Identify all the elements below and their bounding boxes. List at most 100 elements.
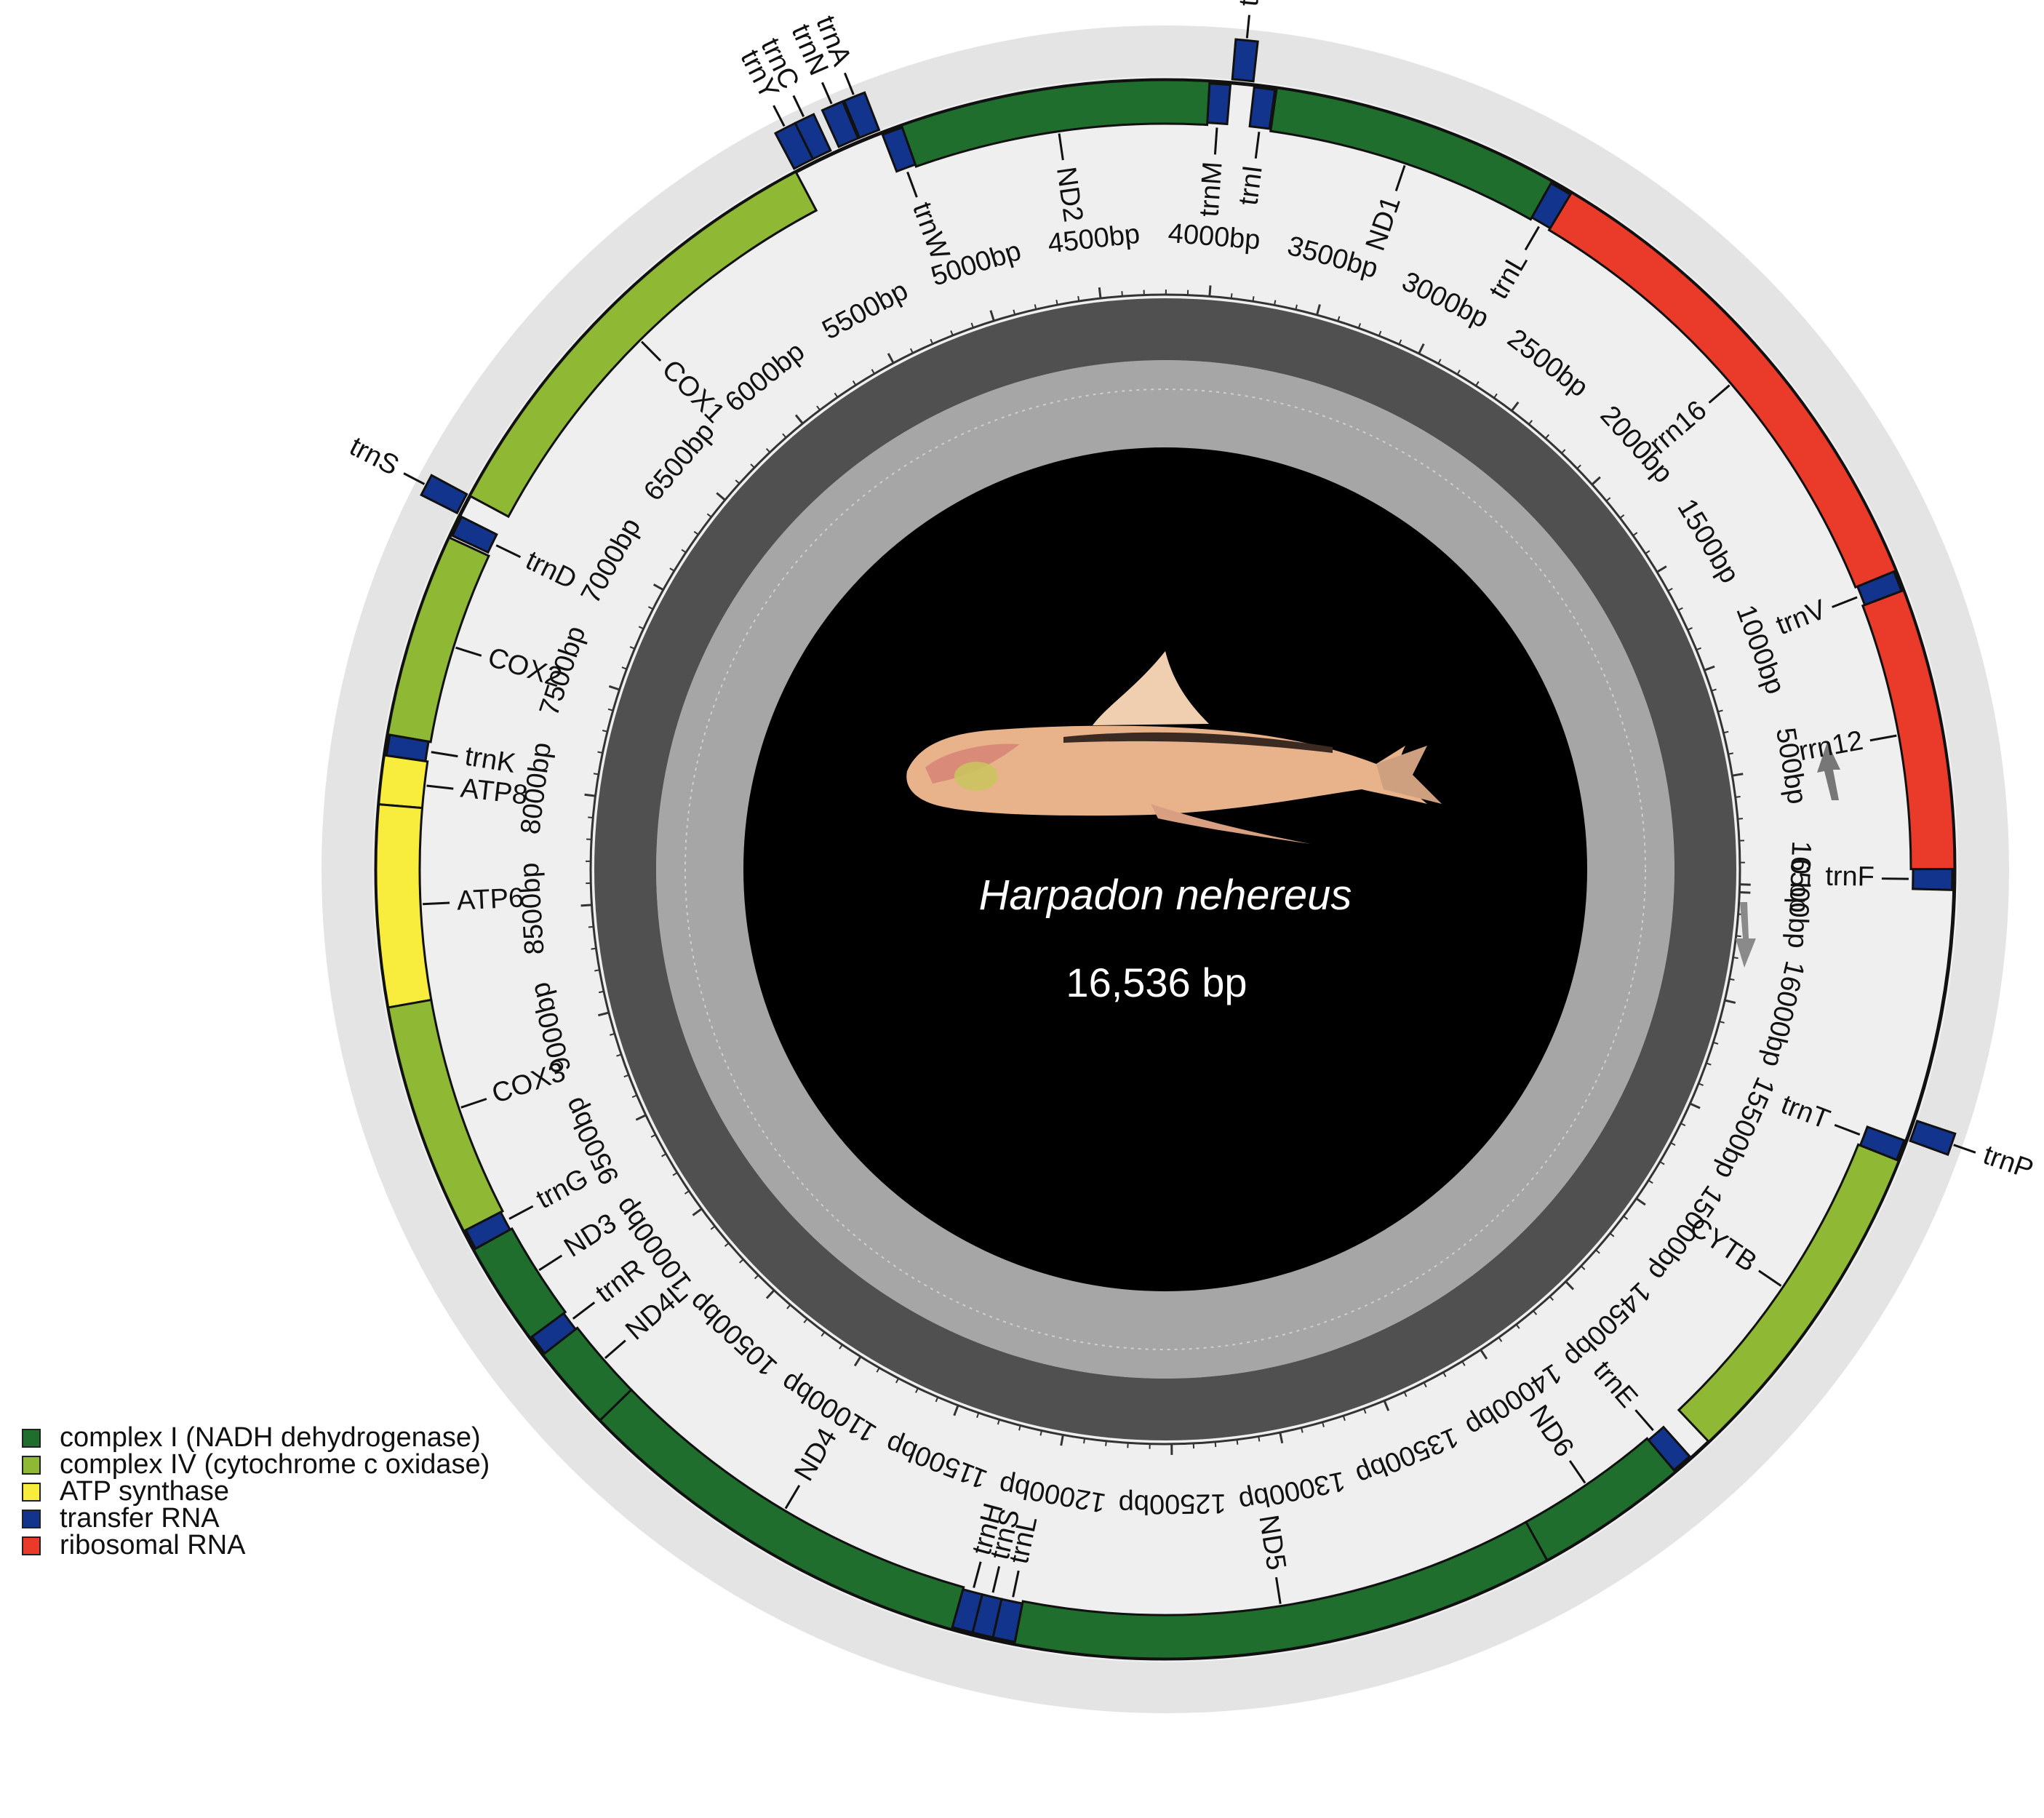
gene-block-cox3: [387, 998, 505, 1233]
gc-bar: [634, 733, 673, 761]
scale-tick: [750, 463, 755, 469]
gene-leader-line: [495, 544, 522, 559]
scale-tick: [1423, 1382, 1427, 1388]
gc-skew-bar: [813, 1230, 834, 1251]
gc-skew-bar: [697, 651, 716, 674]
gc-skew-bar: [675, 1005, 693, 1027]
gc-skew-bar: [1400, 1306, 1420, 1320]
gc-skew-bar: [1017, 377, 1040, 399]
scale-tick: [1706, 1062, 1712, 1066]
gc-skew-bar: [1634, 693, 1650, 715]
gc-bar: [1482, 1254, 1517, 1290]
gc-bar: [1512, 1228, 1557, 1275]
gc-skew-bar: [938, 1314, 962, 1334]
gc-skew-bar: [1130, 360, 1151, 384]
gc-bar: [1238, 1370, 1261, 1389]
legend-item: transfer RNA: [22, 1504, 490, 1532]
scale-tick: [580, 904, 592, 907]
gc-skew-bar: [804, 496, 833, 525]
gc-bar: [1374, 369, 1410, 414]
scale-tick: [1667, 587, 1673, 592]
gc-bar: [1046, 334, 1074, 372]
gc-skew-bar: [732, 584, 765, 615]
gc-skew-bar: [656, 894, 660, 914]
scale-tick: [1337, 316, 1341, 322]
scale-tick: [1704, 665, 1715, 671]
gc-bar: [1674, 863, 1692, 883]
gc-bar: [1672, 901, 1698, 924]
gc-bar: [943, 1333, 974, 1370]
scale-tick: [609, 1032, 615, 1036]
gc-bar: [1620, 624, 1661, 658]
gene-label: trnS: [345, 431, 404, 482]
gc-skew-bar: [1293, 1348, 1314, 1362]
gc-skew-bar: [847, 459, 871, 482]
gc-bar: [1392, 388, 1423, 423]
gc-skew-bar: [872, 1266, 902, 1297]
gc-bar: [1544, 500, 1591, 544]
gc-bar: [1474, 431, 1516, 477]
scale-tick: [1544, 434, 1550, 439]
scale-tick: [631, 1094, 637, 1099]
gc-bar: [837, 412, 879, 460]
gc-skew-bar: [1315, 384, 1339, 407]
gc-skew-bar: [945, 402, 970, 425]
gc-bar: [1601, 595, 1631, 624]
scale-label: 8500bp: [514, 861, 551, 955]
gc-skew-bar: [863, 448, 884, 467]
scale-tick: [1034, 304, 1037, 310]
scale-tick: [1316, 304, 1321, 316]
gc-skew-bar: [1085, 1349, 1107, 1375]
gc-bar: [1597, 1121, 1629, 1151]
scale-tick: [1713, 1041, 1719, 1045]
gc-bar: [1276, 1361, 1304, 1400]
gene-leader-line: [1634, 1409, 1654, 1432]
scale-tick: [693, 530, 699, 535]
gc-skew-bar: [1467, 464, 1489, 485]
gene-block-nd1: [1269, 87, 1554, 221]
gc-bar: [642, 989, 676, 1016]
scale-tick: [895, 1378, 900, 1384]
gc-skew-bar: [1325, 1325, 1350, 1351]
gene-leader-line: [973, 1561, 982, 1588]
scale-tick: [1515, 1323, 1520, 1329]
gene-block-cox2: [386, 535, 490, 743]
gc-skew-bar: [1532, 1169, 1565, 1200]
scale-tick: [1295, 304, 1298, 310]
scale-tick: [1342, 1415, 1346, 1422]
gc-bar: [635, 815, 659, 837]
gc-skew-bar: [1606, 640, 1629, 665]
gc-bar: [1653, 997, 1682, 1023]
gc-skew-bar: [1454, 452, 1474, 470]
scale-tick: [1576, 464, 1581, 469]
gc-skew-bar: [666, 965, 698, 990]
species-name: Harpadon nehereus: [979, 872, 1352, 919]
gene-label: ATP6: [456, 882, 524, 916]
scale-tick: [794, 414, 804, 425]
scale-tick: [638, 626, 644, 630]
gc-bar: [1419, 1300, 1458, 1347]
gc-bar: [1320, 353, 1350, 391]
gc-bar: [614, 914, 660, 938]
gene-block-nd2: [900, 79, 1211, 168]
gc-skew-bar: [1503, 501, 1532, 530]
scale-tick: [1729, 978, 1735, 981]
scale-tick: [1717, 709, 1723, 713]
scale-tick: [1039, 1430, 1042, 1436]
scale-tick: [816, 405, 821, 411]
gene-leader-line: [1869, 734, 1897, 742]
gc-skew-bar: [973, 1318, 1000, 1349]
gc-skew-bar: [1379, 1307, 1403, 1329]
gc-bar: [1442, 412, 1479, 453]
gc-skew-bar: [663, 948, 689, 971]
scale-tick: [754, 1275, 759, 1280]
gc-skew-bar: [778, 524, 797, 543]
gc-bar: [1295, 1356, 1327, 1404]
gc-skew-bar: [1187, 360, 1208, 381]
gc-bar: [1580, 555, 1619, 591]
gene-label: trnI: [1233, 164, 1269, 207]
scale-tick: [1723, 730, 1729, 734]
scale-tick: [1659, 1161, 1665, 1165]
scale-tick: [635, 1114, 647, 1121]
scale-tick: [1528, 420, 1533, 425]
